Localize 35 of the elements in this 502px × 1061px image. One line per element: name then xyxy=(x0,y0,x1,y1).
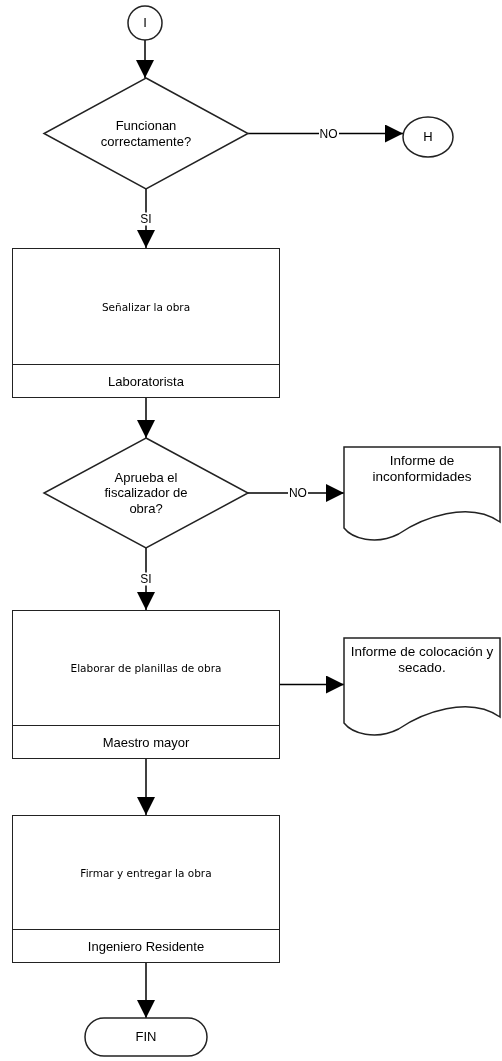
decision-label: Funcionan correctamente? xyxy=(99,117,193,150)
process-label: Señalizar la obra xyxy=(101,300,191,313)
edge-label: NO xyxy=(318,127,339,140)
arrow xyxy=(137,188,155,249)
connector-circle xyxy=(403,117,453,157)
arrow xyxy=(137,397,155,439)
process-label: Firmar y entregar la obra xyxy=(80,866,212,879)
decision-diamond xyxy=(44,438,248,548)
document-label: Informe de colocación y secado. xyxy=(349,644,495,677)
edge-label: SI xyxy=(139,212,153,225)
role-label: Maestro mayor xyxy=(102,734,190,750)
decision-diamond xyxy=(44,78,248,189)
arrow xyxy=(137,758,155,816)
document-shape xyxy=(344,447,500,540)
document-label: Informe de inconformidades xyxy=(371,453,473,486)
connector-label: H xyxy=(423,129,433,145)
edge-label: SI xyxy=(139,572,153,586)
arrow xyxy=(136,39,154,79)
document-shape xyxy=(344,638,500,735)
process-box xyxy=(12,815,280,963)
decision-label: Aprueba el fiscalizador de obra? xyxy=(103,469,189,517)
arrow xyxy=(279,675,345,694)
arrow xyxy=(247,124,404,143)
process-box xyxy=(12,248,280,398)
role-label: Ingeniero Residente xyxy=(87,938,205,954)
connector-label: I xyxy=(143,15,147,31)
process-label: Elaborar de planillas de obra xyxy=(70,662,222,674)
process-box xyxy=(12,610,280,759)
role-label: Laboratorista xyxy=(108,373,184,389)
edge-label: NO xyxy=(287,486,308,500)
terminal-label: FIN xyxy=(135,1029,157,1045)
connector-circle xyxy=(128,6,162,40)
arrow xyxy=(137,962,155,1019)
terminal-shape xyxy=(85,1018,207,1056)
arrow xyxy=(137,547,155,611)
